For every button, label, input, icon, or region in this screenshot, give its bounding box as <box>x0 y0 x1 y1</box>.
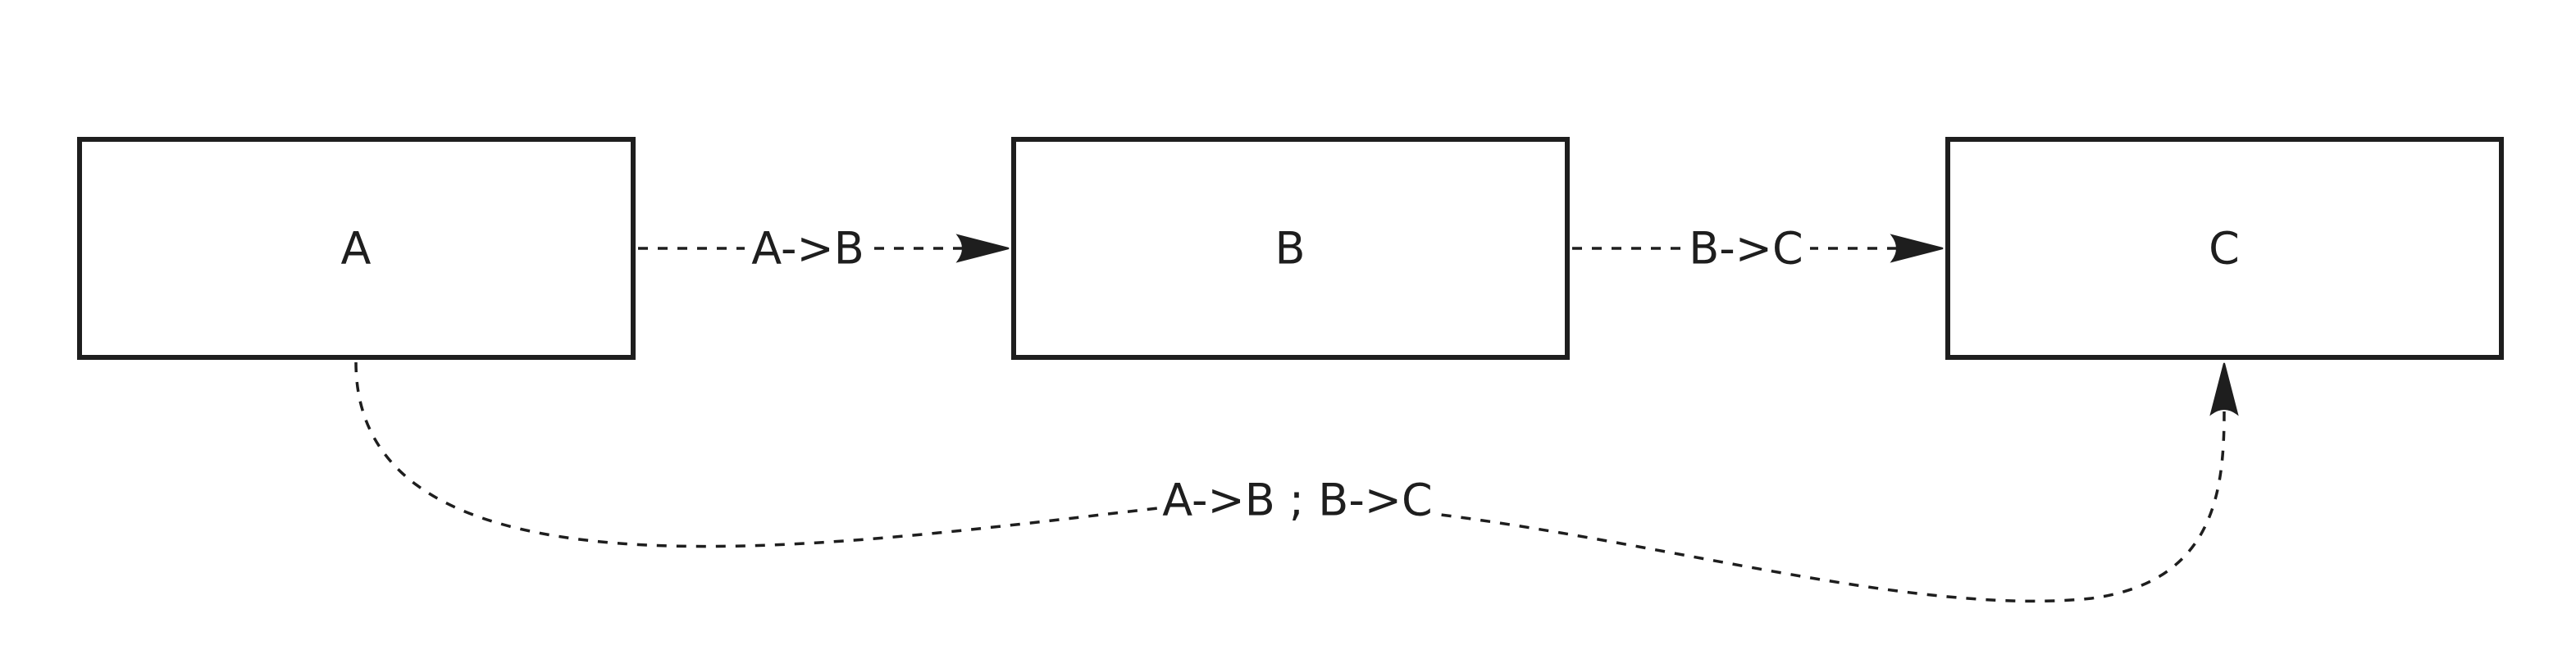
edge-a-to-b-arrowhead-icon <box>955 234 1010 263</box>
edge-a-to-b[interactable]: A->B <box>638 220 1010 277</box>
edge-a-to-c-label: A->B ; B->C <box>1162 475 1433 526</box>
edge-b-to-c-arrowhead-icon <box>1890 234 1944 263</box>
node-c-box <box>1945 137 2504 360</box>
node-a-label: A <box>341 223 372 275</box>
edge-a-to-c-label-bg <box>1169 469 1441 531</box>
edge-b-to-c-label: B->C <box>1689 223 1803 275</box>
node-a[interactable]: A <box>77 137 636 360</box>
node-b-box <box>1011 137 1570 360</box>
node-c[interactable]: C <box>1945 137 2504 360</box>
node-b[interactable]: B <box>1011 137 1570 360</box>
node-c-label: C <box>2209 223 2240 275</box>
node-a-box <box>77 137 636 360</box>
edge-b-to-c[interactable]: B->C <box>1572 220 1944 277</box>
edge-a-to-b-label: A->B <box>751 223 864 275</box>
node-b-label: B <box>1274 223 1305 275</box>
edge-a-to-c[interactable]: A->B ; B->C <box>354 361 2239 603</box>
edge-b-to-c-label-bg <box>1683 220 1810 277</box>
edge-a-to-b-label-bg <box>745 220 872 277</box>
edge-a-to-c-arrowhead-icon <box>2209 362 2239 416</box>
